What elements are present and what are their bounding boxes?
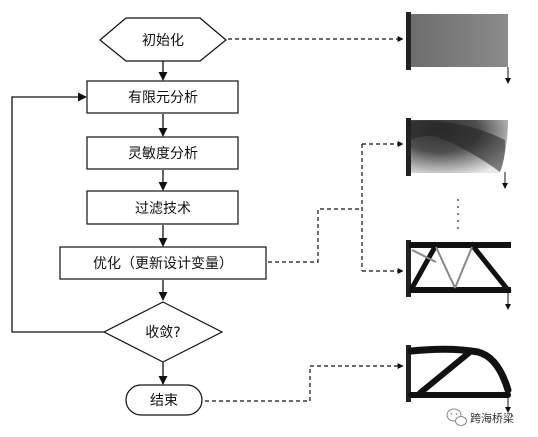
filter-label: 过滤技术 <box>135 201 191 217</box>
dashed-connectors <box>205 36 404 402</box>
watermark-text: 跨海桥梁 <box>470 411 514 425</box>
ellipsis-dots <box>457 199 459 229</box>
start-node: 初始化 <box>99 17 227 62</box>
sensitivity-label: 灵敏度分析 <box>128 146 198 162</box>
truss-design-image <box>406 240 512 310</box>
converge-label: 收敛? <box>145 325 180 341</box>
sensitivity-node: 灵敏度分析 <box>86 136 239 170</box>
end-label: 结束 <box>150 393 178 409</box>
optimize-label: 优化（更新设计变量） <box>93 256 233 272</box>
final-design-image <box>406 345 512 413</box>
fea-node: 有限元分析 <box>86 80 239 114</box>
optimize-node: 优化（更新设计变量） <box>59 246 267 280</box>
fea-label: 有限元分析 <box>128 90 198 106</box>
filter-node: 过滤技术 <box>86 190 239 225</box>
initial-design-image <box>406 12 511 84</box>
watermark: 跨海桥梁 <box>446 408 514 426</box>
flow-connectors <box>11 60 168 385</box>
end-node: 结束 <box>125 384 203 416</box>
intermediate-design-image <box>406 118 508 189</box>
start-label: 初始化 <box>142 32 184 49</box>
converge-decision: 收敛? <box>102 301 224 363</box>
wechat-logo-icon <box>446 408 467 426</box>
